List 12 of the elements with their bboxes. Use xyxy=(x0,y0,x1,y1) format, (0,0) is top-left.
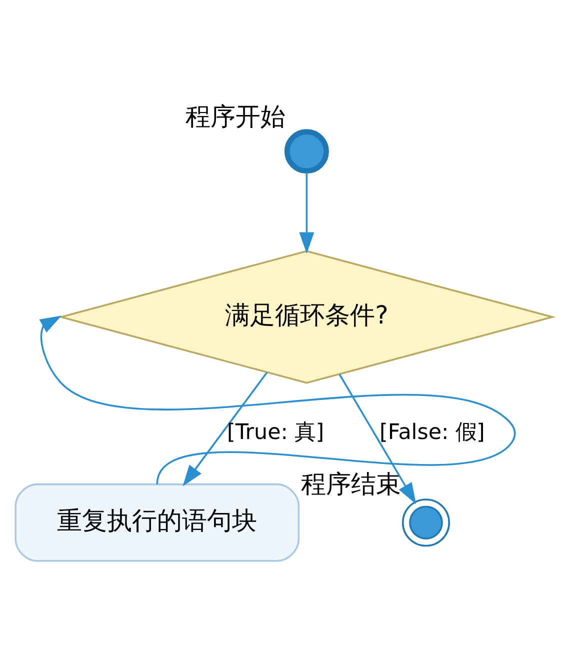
arrow xyxy=(39,316,516,485)
node-label: 程序结束 xyxy=(301,470,402,499)
node-diamond: 满足循环条件? xyxy=(58,250,556,384)
node-circle xyxy=(402,498,450,547)
node-circle xyxy=(284,129,329,174)
edge-label: [False: 假] xyxy=(380,420,485,446)
edge-label: [True: 真] xyxy=(227,420,324,446)
arrow xyxy=(338,374,416,504)
arrow xyxy=(182,372,268,486)
node-label: 程序开始 xyxy=(185,102,286,132)
arrow xyxy=(299,171,314,254)
node-box: 重复执行的语句块 xyxy=(14,483,300,562)
